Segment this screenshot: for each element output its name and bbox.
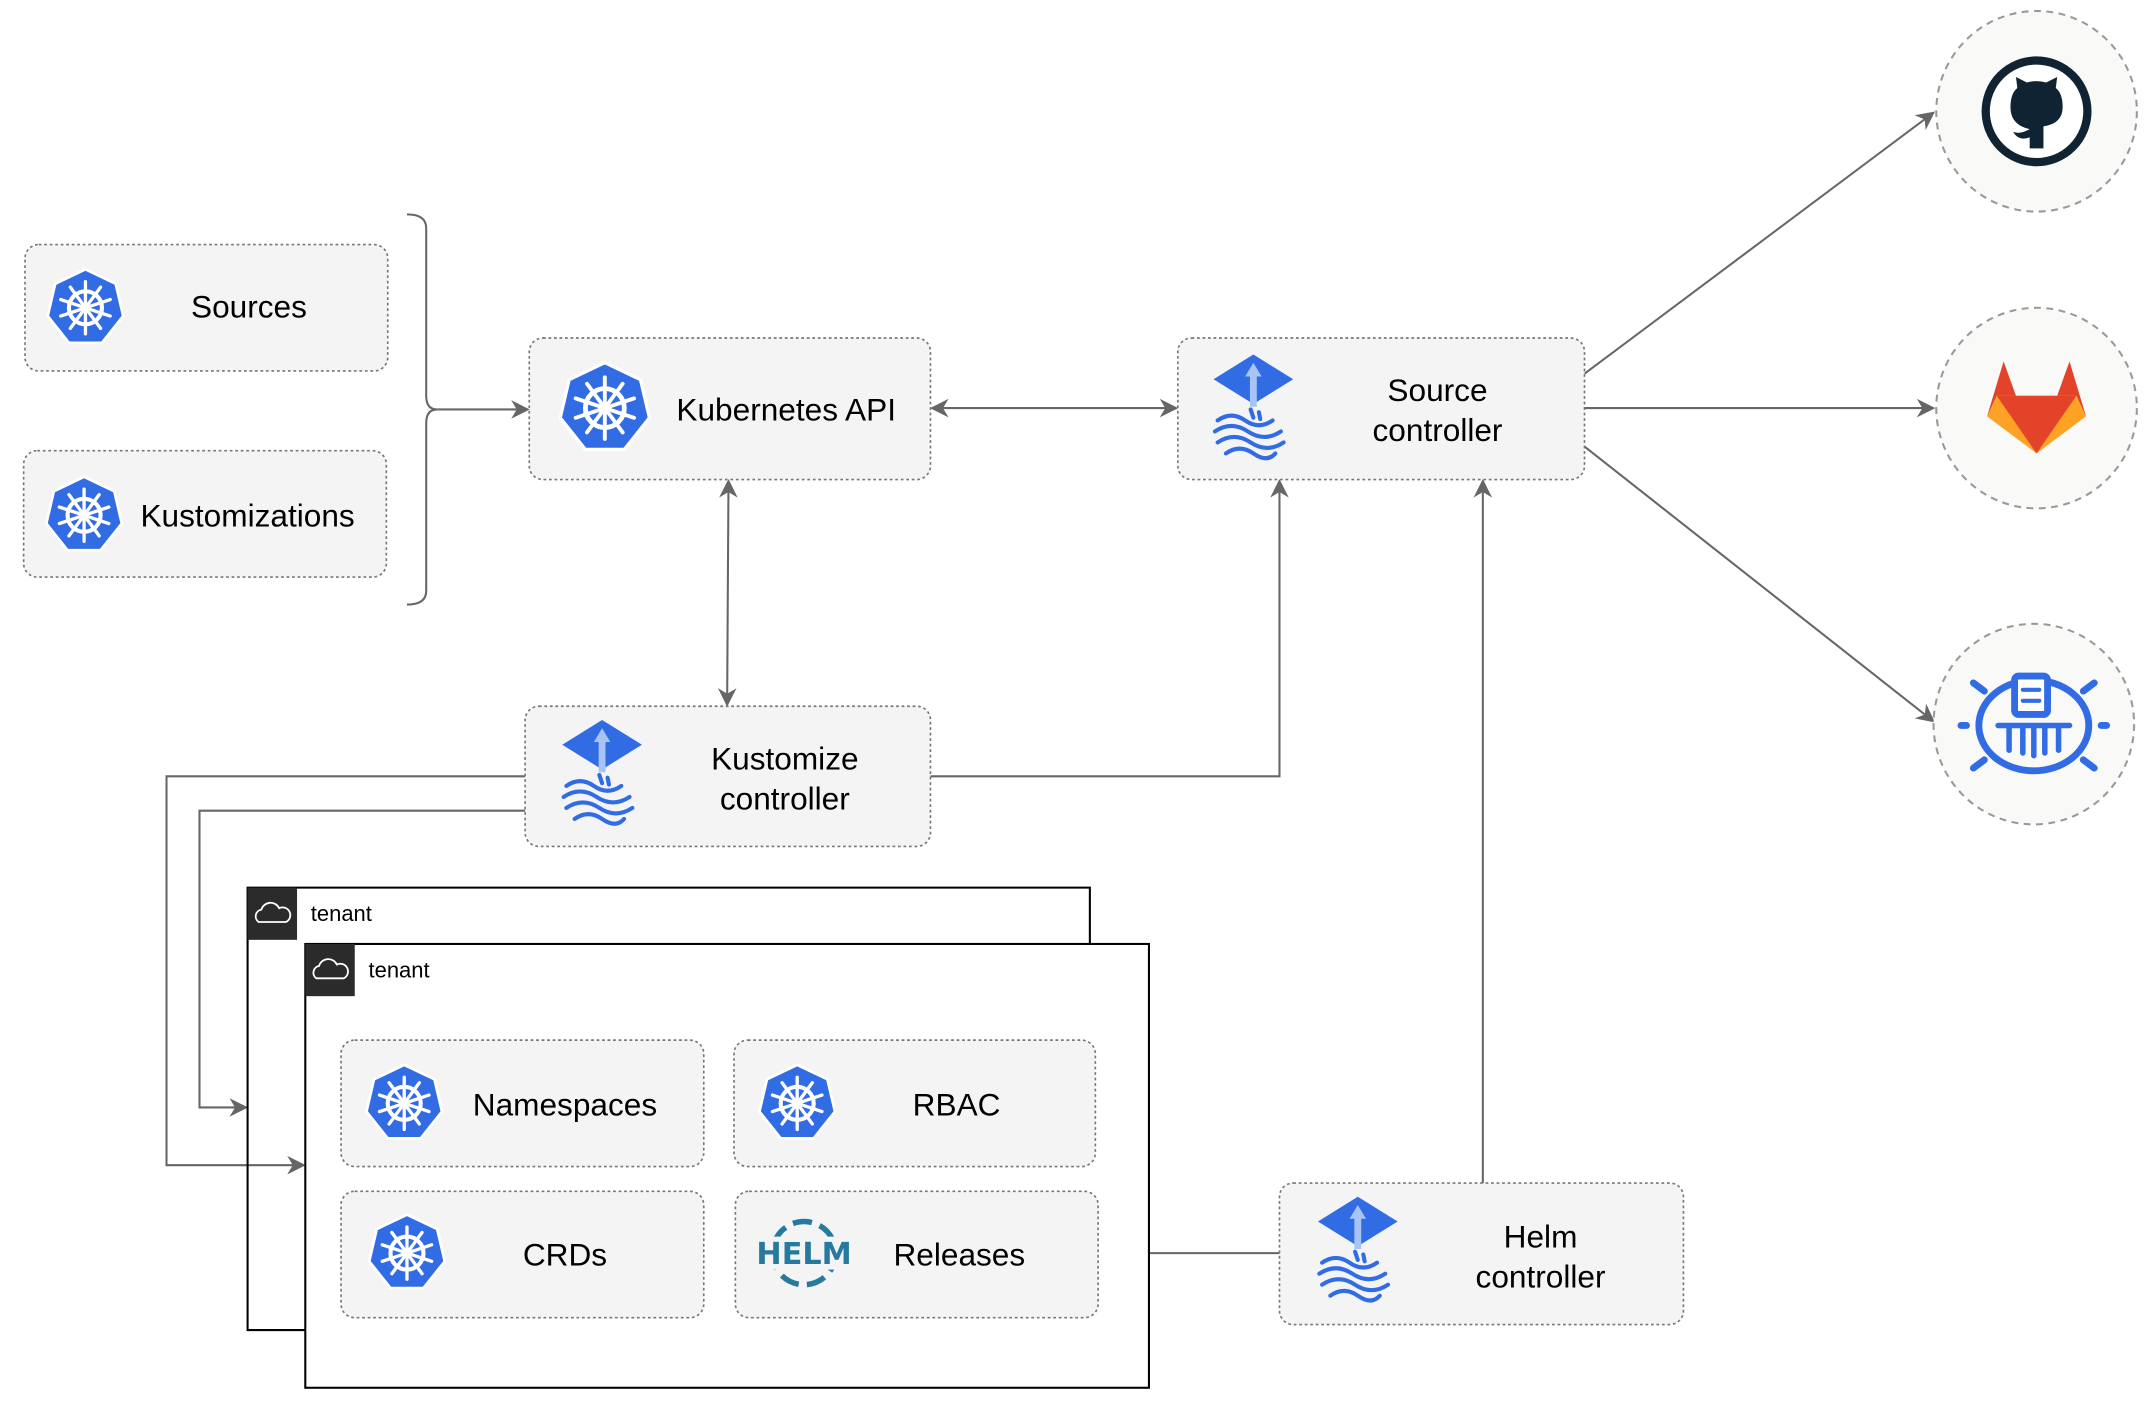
- cloud-icon: [254, 901, 292, 923]
- node-helm-controller[interactable]: Helm controller: [1278, 1182, 1685, 1326]
- node-label: controller: [720, 780, 850, 816]
- github-source[interactable]: [1935, 9, 2138, 213]
- helm-icon: HELM: [756, 1218, 852, 1288]
- helm-logo-text: HELM: [756, 1237, 851, 1272]
- node-label: Helm: [1504, 1219, 1578, 1255]
- tenant-label: tenant: [369, 958, 430, 983]
- edge-kustomize-to-tenant-front: [165, 775, 526, 1175]
- node-label: CRDs: [523, 1236, 607, 1272]
- gitlab-source[interactable]: [1935, 306, 2138, 510]
- github-icon: [1981, 56, 2092, 167]
- edges: [165, 111, 1936, 1263]
- node-kustomize-controller[interactable]: Kustomize controller: [524, 705, 932, 848]
- node-label: Source: [1387, 372, 1487, 408]
- gitlab-icon: [1987, 361, 2087, 454]
- node-label: Releases: [893, 1236, 1025, 1272]
- node-label: RBAC: [913, 1087, 1001, 1123]
- node-crds[interactable]: CRDs: [340, 1190, 705, 1319]
- node-label: Sources: [191, 288, 307, 324]
- edge-kustomize-to-tenant-back: [198, 809, 526, 1117]
- node-label: Kubernetes API: [676, 391, 896, 427]
- node-sources[interactable]: Sources: [24, 243, 389, 372]
- edge-source-to-bucket: [1583, 445, 1935, 723]
- bucket-icon: [1957, 672, 2111, 775]
- node-releases[interactable]: HELM Releases: [734, 1190, 1099, 1319]
- tenant-label: tenant: [311, 901, 372, 926]
- node-kustomizations[interactable]: Kustomizations: [22, 449, 388, 578]
- node-source-controller[interactable]: Source controller: [1176, 337, 1586, 481]
- tenant-group-back[interactable]: tenant: [246, 886, 1091, 1332]
- node-label: controller: [1476, 1258, 1606, 1294]
- bucket-source[interactable]: [1932, 622, 2136, 826]
- node-kubernetes-api[interactable]: Kubernetes API: [528, 337, 932, 481]
- brace: [406, 213, 438, 606]
- edge-source-to-github: [1583, 111, 1935, 375]
- node-namespaces[interactable]: Namespaces: [340, 1039, 705, 1168]
- node-label: controller: [1373, 412, 1503, 448]
- cloud-icon: [312, 958, 349, 980]
- node-rbac[interactable]: RBAC: [733, 1039, 1097, 1168]
- node-label: Namespaces: [473, 1087, 657, 1123]
- edge-api-kustomize-controller: [717, 479, 738, 707]
- node-label: Kustomizations: [140, 497, 354, 533]
- node-label: Kustomize: [711, 740, 858, 776]
- edge-kustomize-to-source: [930, 479, 1289, 778]
